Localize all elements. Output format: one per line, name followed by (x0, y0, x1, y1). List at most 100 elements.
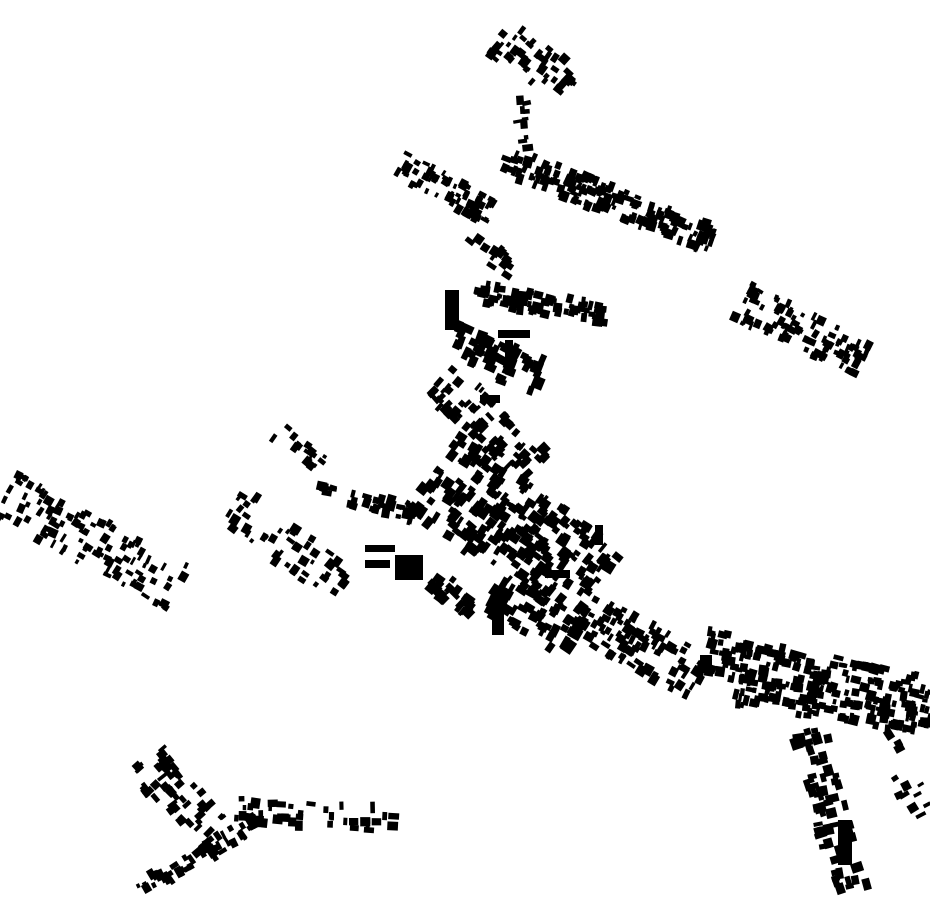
building (293, 568, 299, 575)
building (289, 431, 299, 442)
building (499, 162, 510, 174)
building (125, 569, 134, 577)
building (858, 681, 871, 693)
building (637, 220, 644, 231)
building (673, 678, 686, 692)
building (533, 303, 544, 315)
building (893, 742, 906, 754)
building (432, 465, 441, 474)
building (845, 352, 850, 359)
building (5, 484, 14, 495)
building (300, 569, 310, 578)
building (259, 532, 269, 543)
large-building (365, 560, 390, 568)
building (784, 298, 793, 309)
building (843, 689, 850, 697)
building (474, 505, 486, 516)
building (507, 56, 515, 64)
building (626, 214, 637, 225)
building (233, 814, 239, 822)
building (442, 530, 450, 539)
building (40, 490, 49, 500)
building (906, 801, 920, 815)
building (519, 484, 529, 495)
building (321, 489, 333, 497)
building (238, 821, 247, 831)
building (634, 627, 646, 637)
building (240, 522, 253, 536)
building (527, 77, 536, 86)
building (509, 551, 519, 563)
building (42, 494, 55, 507)
building (329, 587, 340, 597)
building (783, 323, 791, 334)
building (444, 192, 455, 204)
building (852, 348, 863, 359)
building (467, 485, 476, 494)
building (548, 605, 560, 616)
building (524, 497, 537, 509)
building (99, 532, 111, 545)
building (587, 611, 596, 619)
building (782, 322, 789, 330)
building (543, 50, 553, 62)
building (469, 407, 476, 413)
building (823, 704, 835, 714)
building (703, 245, 709, 252)
building (835, 338, 844, 346)
building (595, 552, 612, 568)
large-building (480, 395, 500, 403)
building (582, 621, 591, 632)
building (807, 772, 818, 781)
building (350, 489, 356, 499)
building (147, 563, 159, 575)
building (484, 336, 496, 349)
building (590, 619, 600, 630)
building (638, 640, 650, 653)
building (729, 310, 742, 324)
building (604, 648, 617, 661)
building (820, 335, 828, 344)
building (585, 172, 595, 184)
building (149, 779, 162, 791)
building (923, 705, 930, 714)
building (878, 664, 891, 673)
building (454, 192, 462, 199)
building (144, 554, 152, 565)
building (627, 634, 637, 646)
building (129, 556, 137, 566)
building (789, 682, 798, 692)
building (161, 754, 175, 768)
building (521, 99, 532, 107)
building (267, 799, 278, 808)
building (212, 830, 223, 842)
building (752, 695, 762, 708)
building (32, 533, 44, 546)
building (380, 506, 391, 519)
building (585, 561, 599, 575)
building (514, 172, 525, 186)
building (781, 696, 790, 707)
building (493, 434, 505, 446)
building (510, 559, 522, 570)
building (105, 518, 114, 528)
building (448, 575, 457, 584)
building (554, 160, 563, 171)
building (583, 577, 596, 591)
building (504, 366, 517, 378)
building (225, 508, 234, 519)
building (447, 364, 458, 375)
building (681, 223, 689, 231)
building (844, 349, 850, 356)
building (532, 540, 544, 553)
building (288, 803, 294, 810)
building (529, 565, 545, 581)
building (875, 706, 881, 712)
building (795, 699, 802, 705)
building (600, 613, 612, 624)
building (196, 799, 208, 810)
building (304, 455, 313, 465)
building (633, 657, 645, 668)
building (541, 553, 549, 561)
building (472, 343, 481, 353)
